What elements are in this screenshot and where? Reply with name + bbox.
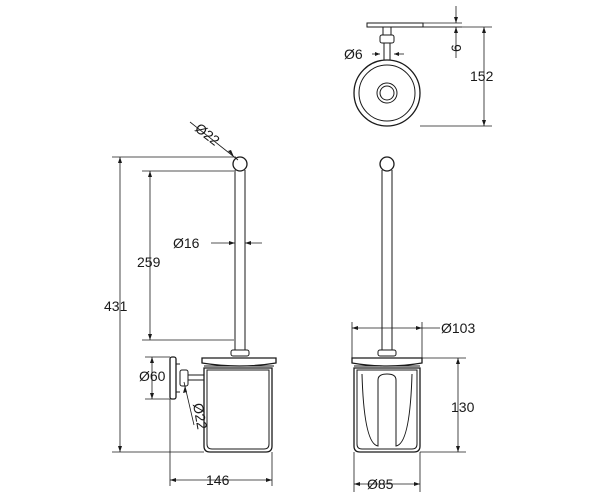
side-view-wall-rose [169, 356, 177, 400]
side-view-lid [201, 357, 277, 367]
front-view-knob [379, 156, 395, 172]
front-view-holder [353, 367, 421, 453]
side-view-holder [203, 367, 273, 453]
dim-rose-diameter: Ø60 [139, 368, 166, 384]
dim-holder-height: 130 [451, 399, 475, 415]
dim-bracket-diameter: Ø22 [190, 402, 210, 431]
top-view-holder-inner [358, 64, 416, 122]
front-view-lid [351, 357, 423, 367]
top-view: Ø6 6 152 [344, 6, 494, 127]
top-view-neck [382, 26, 392, 36]
dim-holder-base-diameter: Ø85 [367, 476, 394, 492]
top-view-holder-outer [353, 59, 421, 127]
dim-rod-length: 259 [137, 254, 161, 270]
front-view: Ø103 130 Ø85 [351, 156, 475, 492]
dim-rim-diameter: Ø103 [441, 320, 475, 336]
side-view: Ø22 Ø16 259 431 Ø60 Ø22 [104, 120, 277, 488]
top-view-wall-plate [366, 22, 424, 28]
dim-top-plate-thickness: 6 [448, 44, 464, 52]
top-view-brush-inner [379, 85, 395, 101]
side-view-knob [232, 156, 248, 172]
dim-top-rod-diameter: Ø6 [344, 46, 363, 62]
dim-side-depth: 146 [206, 472, 230, 488]
top-view-brush-outer [376, 82, 398, 104]
dim-top-depth: 152 [470, 68, 494, 84]
top-view-collar [379, 34, 395, 44]
dim-rod-diameter: Ø16 [173, 235, 200, 251]
front-view-bracket-ring [361, 373, 413, 447]
dim-total-height: 431 [104, 298, 128, 314]
